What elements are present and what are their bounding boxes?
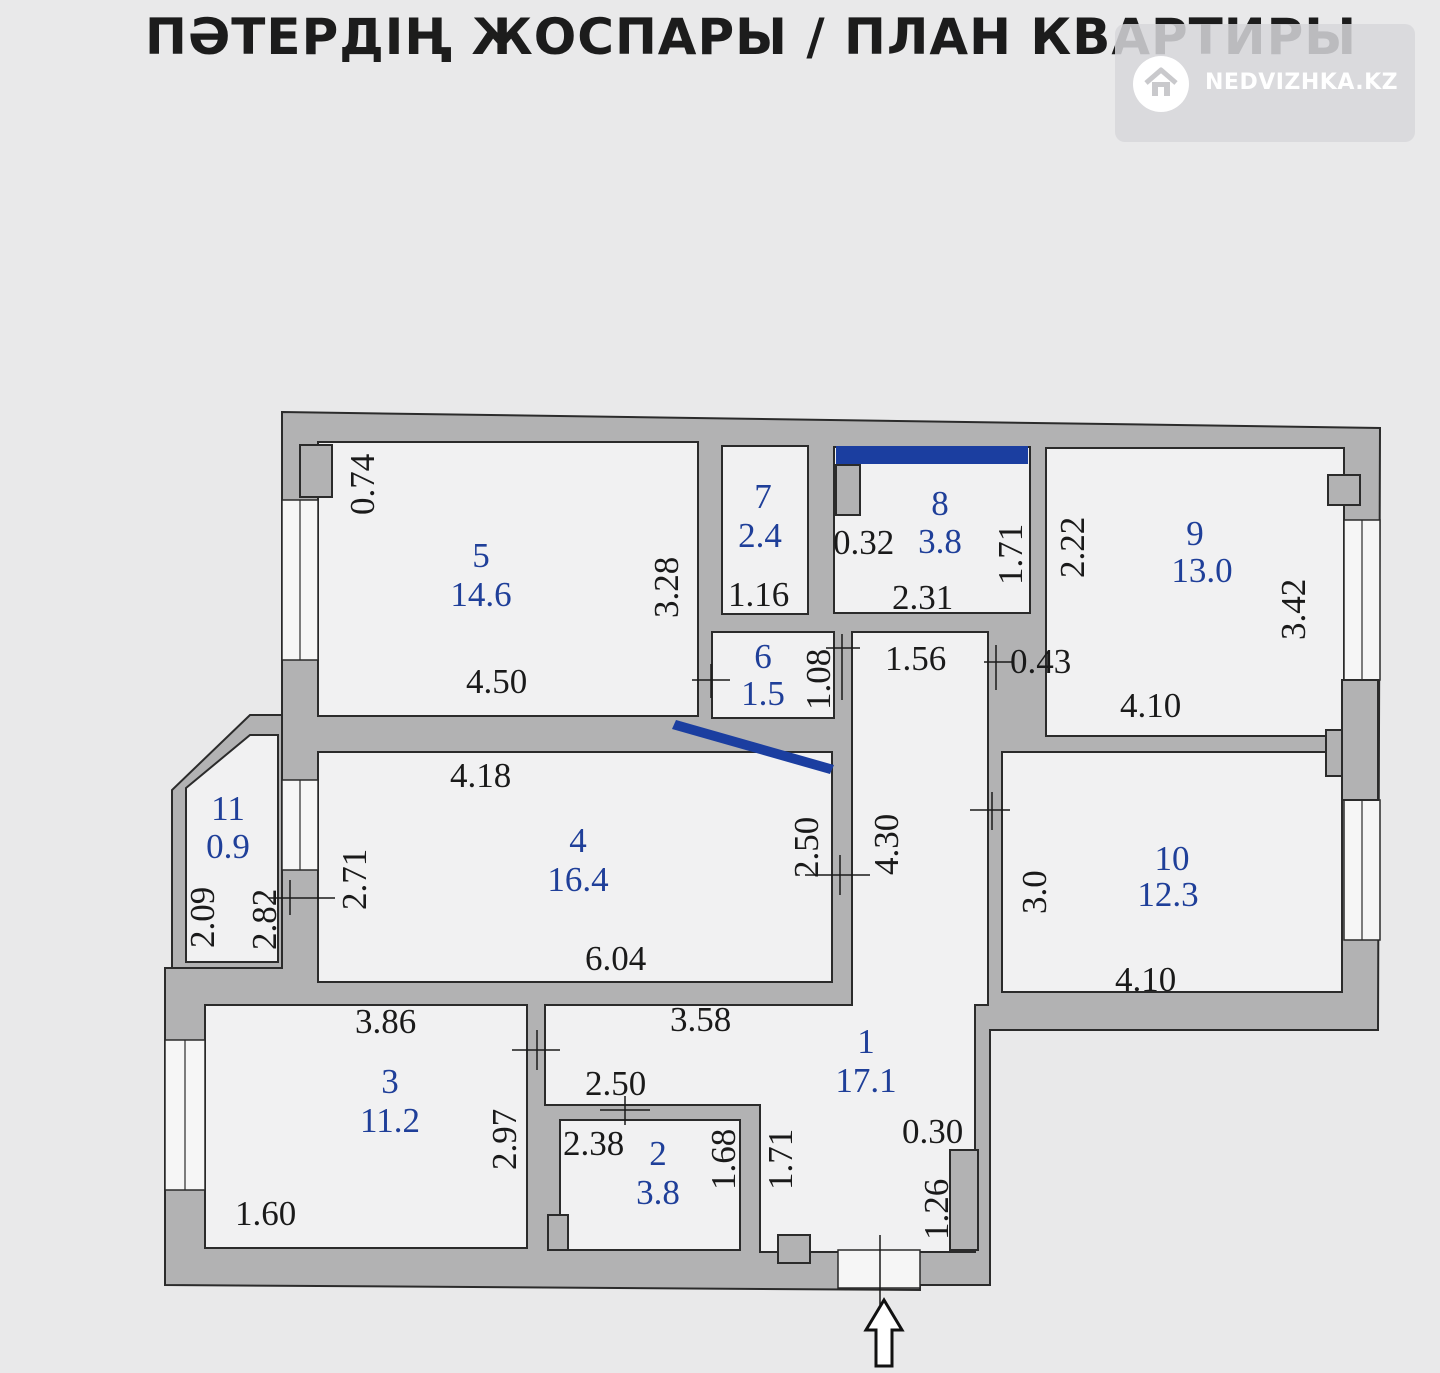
dim-label: 2.38 (563, 1124, 624, 1163)
room-6-floor (711, 631, 835, 719)
dim-label: 0.43 (1010, 642, 1071, 681)
room-8-number: 8 (931, 484, 949, 523)
dim-label: 1.60 (235, 1194, 296, 1233)
room-7-area: 2.4 (738, 516, 782, 555)
room-1-area: 17.1 (835, 1061, 896, 1100)
room-11-area: 0.9 (206, 827, 250, 866)
column (299, 444, 333, 498)
dim-label: 4.10 (1120, 686, 1181, 725)
column (1341, 679, 1379, 801)
dim-label: 0.32 (833, 523, 894, 562)
entrance-arrow-icon (863, 1297, 905, 1368)
room-10-floor (1001, 751, 1343, 993)
dim-label: 6.04 (585, 939, 646, 978)
entrance-door (837, 1249, 921, 1289)
dim-label: 4.30 (867, 814, 906, 875)
watermark-text: NEDVIZHKA.KZ (1205, 70, 1399, 95)
dim-label: 3.0 (1015, 870, 1054, 914)
dim-label: 3.42 (1274, 579, 1313, 640)
dim-label: 2.97 (485, 1109, 524, 1170)
room-7-number: 7 (754, 477, 772, 516)
column (835, 464, 861, 516)
room-9-number: 9 (1186, 514, 1204, 553)
dim-label: 1.68 (704, 1129, 743, 1190)
dim-label: 1.71 (761, 1129, 800, 1190)
room-4-number: 4 (569, 821, 587, 860)
room-11-number: 11 (211, 789, 245, 828)
dim-label: 4.10 (1115, 960, 1176, 999)
column (1327, 474, 1361, 506)
room-5-number: 5 (472, 536, 490, 575)
room-10-area: 12.3 (1137, 875, 1198, 914)
room-2-number: 2 (649, 1134, 667, 1173)
room-3-floor (204, 1004, 528, 1249)
room-1-floor (544, 631, 989, 1253)
room-2-floor (559, 1119, 741, 1251)
dim-label: 2.71 (335, 849, 374, 910)
room-10-number: 10 (1155, 839, 1190, 878)
room-9-area: 13.0 (1171, 551, 1232, 590)
dim-label: 4.18 (450, 756, 511, 795)
room-7-floor (721, 445, 809, 615)
room-2-area: 3.8 (636, 1173, 680, 1212)
room-8-floor (833, 446, 1031, 614)
dim-label: 3.58 (670, 1000, 731, 1039)
dim-label: 1.71 (991, 524, 1030, 585)
column (777, 1234, 811, 1264)
dim-label: 1.56 (885, 639, 946, 678)
dim-label: 2.31 (892, 578, 953, 617)
room-5-area: 14.6 (450, 575, 511, 614)
room-4-area: 16.4 (547, 860, 608, 899)
dim-label: 2.22 (1053, 517, 1092, 578)
dim-label: 2.09 (183, 887, 222, 948)
room-6-area: 1.5 (741, 674, 785, 713)
blue-marker-bar (836, 446, 1028, 464)
room-3-area: 11.2 (360, 1101, 420, 1140)
column (949, 1149, 979, 1251)
column (547, 1214, 569, 1251)
dim-label: 1.26 (917, 1179, 956, 1240)
house-icon (1133, 56, 1189, 112)
dim-label: 1.16 (728, 575, 789, 614)
room-1-number: 1 (857, 1022, 875, 1061)
blue-marker-diagonal (672, 720, 834, 774)
dim-label: 4.50 (466, 662, 527, 701)
dim-label: 0.74 (343, 454, 382, 515)
dim-label: 1.08 (799, 649, 838, 710)
dim-label: 3.86 (355, 1002, 416, 1041)
dim-label: 2.50 (585, 1064, 646, 1103)
dim-label: 2.82 (245, 889, 284, 950)
dim-label: 3.28 (647, 557, 686, 618)
room-9-floor (1045, 447, 1345, 737)
room-5-floor (317, 441, 699, 717)
dim-label: 2.50 (787, 817, 826, 878)
watermark: NEDVIZHKA.KZ (1115, 24, 1415, 142)
room-6-number: 6 (754, 637, 772, 676)
room-3-number: 3 (381, 1062, 399, 1101)
room-11-floor (185, 734, 279, 963)
room-8-area: 3.8 (918, 522, 962, 561)
dim-label: 0.30 (902, 1112, 963, 1151)
